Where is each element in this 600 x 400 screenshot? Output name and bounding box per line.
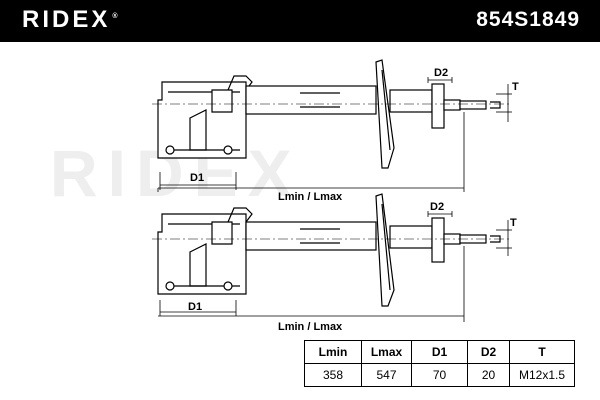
label-length-bottom: Lmin / Lmax xyxy=(278,321,343,333)
label-t-bottom: T xyxy=(510,217,517,229)
specs-value-row: 358 547 70 20 M12x1.5 xyxy=(304,363,575,387)
label-d2-top: D2 xyxy=(434,67,448,79)
specs-header-d1: D1 xyxy=(411,340,468,364)
label-t-top: T xyxy=(512,81,519,93)
label-d1-bottom: D1 xyxy=(188,301,202,313)
specs-value-lmin: 358 xyxy=(304,363,362,387)
specs-value-d1: 70 xyxy=(411,363,468,387)
strut-top xyxy=(157,59,501,169)
specs-table: Lmin Lmax D1 D2 T 358 547 70 20 M12x1.5 xyxy=(304,340,575,387)
dimensions-bottom xyxy=(158,211,512,322)
specs-value-d2: 20 xyxy=(467,363,510,387)
specs-header-row: Lmin Lmax D1 D2 T xyxy=(304,340,575,364)
brand-logo: RIDEX® xyxy=(22,6,118,33)
specs-value-lmax: 547 xyxy=(361,363,412,387)
specs-header-d2: D2 xyxy=(467,340,510,364)
part-number: 854S1849 xyxy=(476,8,580,31)
header-bar: RIDEX® 854S1849 xyxy=(0,0,600,42)
specs-header-lmin: Lmin xyxy=(304,340,362,364)
dimensions-top xyxy=(157,77,512,192)
specs-header-t: T xyxy=(509,340,575,364)
label-d2-bottom: D2 xyxy=(430,201,444,213)
label-length-top: Lmin / Lmax xyxy=(278,191,343,203)
specs-value-t: M12x1.5 xyxy=(509,363,575,387)
strut-bottom xyxy=(157,193,501,307)
specs-header-lmax: Lmax xyxy=(361,340,412,364)
label-d1-top: D1 xyxy=(190,172,204,184)
